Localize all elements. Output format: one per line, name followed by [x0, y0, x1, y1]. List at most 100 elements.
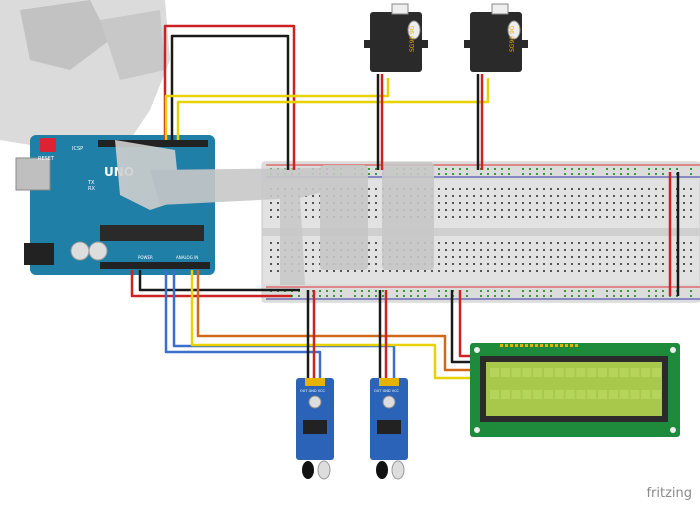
rail-hole	[613, 173, 615, 175]
rail-hole	[536, 168, 538, 170]
rail-hole	[648, 290, 650, 292]
breadboard-hole	[368, 242, 370, 244]
breadboard-hole	[613, 242, 615, 244]
ir-pin-labels: OUT GND VCC	[300, 389, 326, 393]
breadboard-hole	[473, 195, 475, 197]
rail-hole	[340, 295, 342, 297]
breadboard-hole	[480, 263, 482, 265]
breadboard-hole	[410, 270, 412, 272]
breadboard-hole	[599, 209, 601, 211]
rail-hole	[529, 168, 531, 170]
breadboard-hole	[375, 209, 377, 211]
reset-button[interactable]	[40, 138, 56, 152]
rail-hole	[522, 290, 524, 292]
lcd-cell	[565, 390, 575, 399]
breadboard-hole	[501, 216, 503, 218]
breadboard-hole	[445, 263, 447, 265]
breadboard-hole	[494, 209, 496, 211]
breadboard-hole	[564, 242, 566, 244]
breadboard-hole	[655, 242, 657, 244]
usb-port	[15, 157, 51, 191]
breadboard-hole	[480, 256, 482, 258]
breadboard-hole	[270, 242, 272, 244]
breadboard-hole	[550, 195, 552, 197]
breadboard-hole	[578, 249, 580, 251]
breadboard-hole	[564, 270, 566, 272]
lcd-cell	[500, 368, 510, 377]
rail-hole	[606, 295, 608, 297]
breadboard-hole	[522, 263, 524, 265]
breadboard-hole	[529, 242, 531, 244]
breadboard-hole	[494, 249, 496, 251]
rail-hole	[620, 168, 622, 170]
rail-hole	[564, 290, 566, 292]
rail-hole	[578, 168, 580, 170]
breadboard-hole	[655, 216, 657, 218]
breadboard-hole	[585, 195, 587, 197]
lcd-cell	[544, 368, 553, 377]
breadboard-hole	[375, 263, 377, 265]
breadboard-hole	[620, 263, 622, 265]
rail-hole	[522, 173, 524, 175]
breadboard-hole	[522, 242, 524, 244]
breadboard-hole	[578, 242, 580, 244]
rail-hole	[592, 168, 594, 170]
breadboard-hole	[508, 256, 510, 258]
rail-hole	[501, 168, 503, 170]
breadboard-hole	[347, 270, 349, 272]
breadboard-hole	[564, 263, 566, 265]
breadboard-hole	[690, 209, 692, 211]
breadboard-hole	[452, 209, 454, 211]
breadboard-hole	[557, 209, 559, 211]
breadboard-hole	[648, 209, 650, 211]
breadboard-hole	[620, 256, 622, 258]
rail-hole	[627, 173, 629, 175]
breadboard-hole	[487, 242, 489, 244]
breadboard-hole	[494, 188, 496, 190]
lcd-cell	[554, 390, 564, 399]
rail-hole	[662, 290, 664, 292]
breadboard-hole	[634, 188, 636, 190]
breadboard-hole	[536, 202, 538, 204]
breadboard-hole	[648, 195, 650, 197]
breadboard-hole	[620, 202, 622, 204]
breadboard-hole	[445, 242, 447, 244]
breadboard-hole	[501, 249, 503, 251]
breadboard-hole	[473, 202, 475, 204]
breadboard-hole	[585, 209, 587, 211]
breadboard-hole	[634, 263, 636, 265]
breadboard-hole	[445, 188, 447, 190]
breadboard-hole	[613, 195, 615, 197]
lcd-pin	[535, 344, 538, 347]
breadboard-hole	[305, 209, 307, 211]
rail-hole	[361, 295, 363, 297]
breadboard-hole	[312, 270, 314, 272]
breadboard-hole	[438, 188, 440, 190]
breadboard-hole	[466, 270, 468, 272]
breadboard-hole	[466, 188, 468, 190]
breadboard-hole	[641, 216, 643, 218]
breadboard-hole	[438, 249, 440, 251]
breadboard-hole	[536, 188, 538, 190]
breadboard-hole	[438, 256, 440, 258]
lcd-cell	[565, 368, 575, 377]
rail-hole	[592, 173, 594, 175]
rail-hole	[375, 168, 377, 170]
rail-hole	[655, 290, 657, 292]
breadboard-hole	[305, 270, 307, 272]
breadboard-hole	[613, 270, 615, 272]
breadboard-hole	[277, 209, 279, 211]
wire-red	[130, 270, 292, 298]
breadboard-hole	[599, 242, 601, 244]
breadboard-hole	[592, 188, 594, 190]
breadboard-hole	[613, 209, 615, 211]
rail-hole	[508, 295, 510, 297]
breadboard-hole	[480, 209, 482, 211]
rail-hole	[592, 290, 594, 292]
breadboard-hole	[613, 202, 615, 204]
rail-hole	[543, 290, 545, 292]
breadboard-hole	[571, 202, 573, 204]
breadboard-hole	[585, 188, 587, 190]
breadboard-hole	[466, 209, 468, 211]
